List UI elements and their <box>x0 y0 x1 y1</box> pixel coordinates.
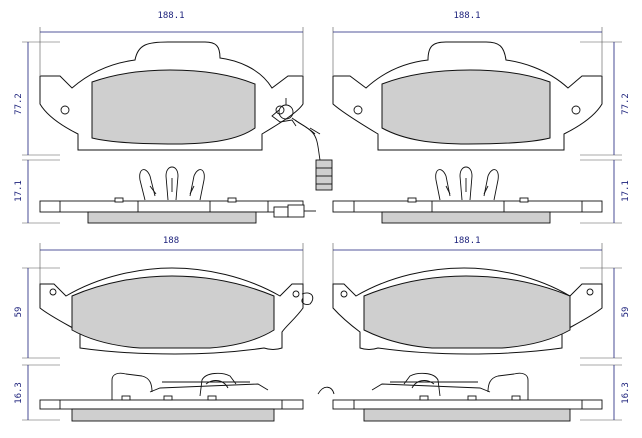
top-right-side-view: 17.1 <box>332 159 631 224</box>
top-right-height-label: 77.2 <box>621 93 631 115</box>
top-left-thickness-label: 17.1 <box>14 180 24 202</box>
bottom-left-thickness-label: 16.3 <box>14 382 24 404</box>
top-right-thickness-label: 17.1 <box>621 180 631 202</box>
bottom-left-width-label: 188 <box>163 236 179 246</box>
bottom-left-lining <box>71 275 275 349</box>
bottom-right-width-label: 188.1 <box>453 236 480 246</box>
wear-sensor <box>271 98 333 191</box>
top-right-lining <box>381 69 551 145</box>
top-left-lining <box>91 69 256 145</box>
bottom-left-height-label: 59 <box>14 307 24 318</box>
bottom-left-pad: 188 59 <box>14 236 314 359</box>
top-left-side-view: 17.1 <box>14 159 316 224</box>
top-left-pad: 188.1 77.2 <box>14 11 304 156</box>
top-left-height-label: 77.2 <box>14 93 24 115</box>
bottom-right-height-label: 59 <box>621 307 631 318</box>
bottom-right-lining <box>363 275 571 349</box>
top-right-pad: 188.1 77.2 <box>332 11 631 156</box>
bottom-left-side-view: 16.3 <box>14 364 304 422</box>
top-left-width-label: 188.1 <box>157 11 184 21</box>
bottom-right-thickness-label: 16.3 <box>621 382 631 404</box>
bottom-right-side-view: 16.3 <box>317 364 631 422</box>
bottom-right-pad: 188.1 59 <box>332 236 631 359</box>
top-right-width-label: 188.1 <box>453 11 480 21</box>
